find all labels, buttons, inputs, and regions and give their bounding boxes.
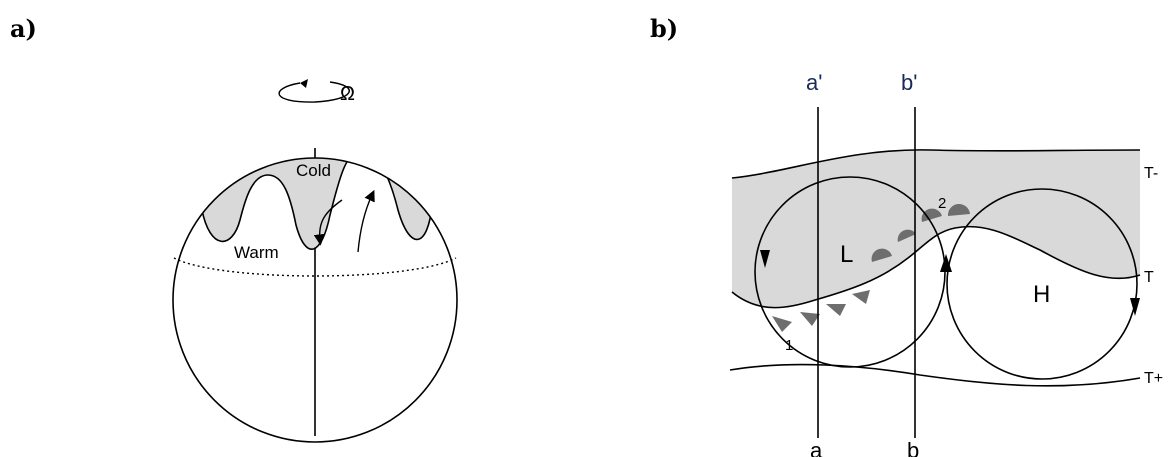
warm-front-bump-icon [921, 208, 942, 222]
cold-front-symbols [772, 290, 870, 332]
omega-label: Ω [340, 83, 355, 105]
equator-line [173, 257, 457, 277]
panel-a-label: a) [10, 14, 37, 43]
warm-front-bump-icon [897, 229, 916, 242]
high-pressure-label: H [1033, 281, 1050, 308]
panel-b-label: b) [650, 14, 679, 43]
isotherm-t-plus [729, 363, 1141, 387]
low-pressure-label: L [840, 241, 853, 268]
cyclone-diagram: a' b' a b L H 1 2 T- T T+ [729, 70, 1163, 457]
cold-front-triangle-icon [852, 290, 870, 304]
cold-front-triangle-icon [772, 316, 792, 332]
warm-front-bump-icon [947, 203, 970, 216]
warm-front-bump-icon [871, 248, 892, 262]
isotherm-t-minus [731, 149, 1141, 179]
section-b-top-label: b' [901, 70, 917, 95]
high-arrowhead-icon [1130, 298, 1140, 316]
section-a-top-label: a' [806, 70, 822, 95]
rotation-arrow [278, 81, 350, 103]
point-2-label: 2 [938, 195, 946, 212]
southward-flow-arrow [313, 199, 343, 246]
section-a-bottom-label: a [810, 438, 823, 457]
warm-front-symbols [871, 203, 970, 262]
isotherm-t-minus-label: T- [1144, 165, 1158, 182]
rotation-arrowhead-icon [300, 79, 308, 88]
low-arrowhead-left-icon [760, 250, 770, 268]
globe-diagram: Ω Cold Warm [172, 79, 458, 443]
isotherm-t-label: T [1144, 269, 1154, 286]
cold-label: Cold [296, 161, 331, 180]
isotherm-t [731, 225, 1141, 309]
globe-outline [172, 157, 458, 443]
northward-flow-arrow [357, 189, 375, 253]
warm-label: Warm [234, 243, 279, 262]
cold-air-region [173, 158, 457, 250]
cold-air-region-b [732, 149, 1140, 308]
high-circulation [946, 188, 1138, 380]
cold-front-triangle-icon [826, 304, 846, 316]
isotherm-t-plus-label: T+ [1144, 370, 1163, 387]
section-b-bottom-label: b [907, 438, 919, 457]
cold-front-triangle-icon [800, 312, 820, 326]
point-1-label: 1 [785, 337, 793, 354]
